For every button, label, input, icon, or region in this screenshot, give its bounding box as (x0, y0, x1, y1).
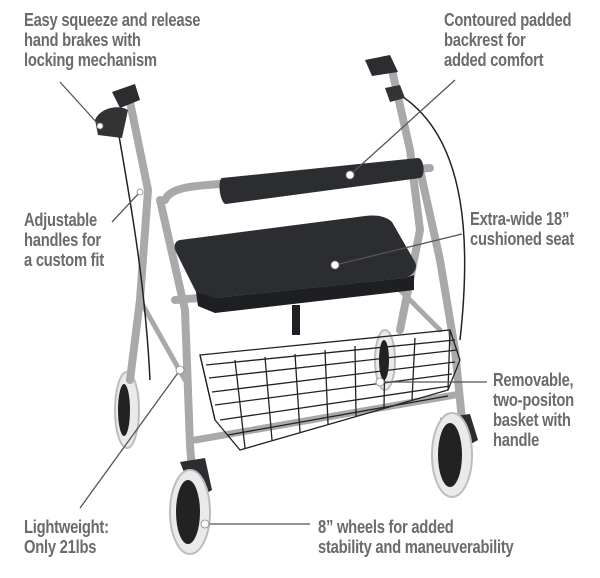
callout-line: Contoured padded (444, 10, 572, 30)
callout-line: stability and maneuverability (318, 537, 514, 557)
callout-line: handles for (24, 230, 101, 250)
callout-line: Adjustable (24, 210, 97, 230)
callout-line: Lightweight: (24, 517, 109, 537)
callout-line: basket with (493, 410, 571, 430)
front-left-wheel (169, 458, 212, 555)
backrest-pad (219, 158, 424, 204)
callout-line: two-positon (493, 390, 574, 410)
wire-basket (199, 329, 461, 451)
callout-hand-brakes: Easy squeeze and release hand brakes wit… (24, 10, 200, 70)
callout-seat: Extra-wide 18” cushioned seat (470, 209, 574, 249)
callout-wheels: 8” wheels for added stability and maneuv… (318, 517, 514, 557)
brake-cables (117, 94, 466, 381)
callout-line: locking mechanism (24, 50, 157, 70)
leader-dots (96, 122, 385, 529)
callout-line: Removable, (493, 370, 574, 390)
callout-basket: Removable, two-positon basket with handl… (493, 370, 574, 450)
callout-line: hand brakes with (24, 30, 141, 50)
right-handle-grip (365, 55, 405, 102)
rear-left-wheel (114, 371, 140, 449)
callout-line: Extra-wide 18” (470, 209, 570, 229)
callout-line: Easy squeeze and release (24, 10, 201, 30)
callout-line: 8” wheels for added (318, 517, 454, 537)
callout-line: handle (493, 430, 540, 450)
callout-line: a custom fit (24, 250, 104, 270)
seat-strap (292, 305, 300, 335)
front-right-wheel (431, 412, 478, 498)
callout-lightweight: Lightweight: Only 21lbs (24, 517, 109, 557)
callout-backrest: Contoured padded backrest for added comf… (444, 10, 572, 70)
callout-line: cushioned seat (470, 229, 575, 249)
callout-adjustable-handles: Adjustable handles for a custom fit (24, 210, 104, 270)
seat-cushion (174, 215, 416, 313)
callout-line: added comfort (444, 50, 544, 70)
callout-line: backrest for (444, 30, 526, 50)
callout-line: Only 21lbs (24, 537, 97, 557)
leader-lines (59, 79, 487, 525)
left-handle-grip (95, 84, 140, 138)
